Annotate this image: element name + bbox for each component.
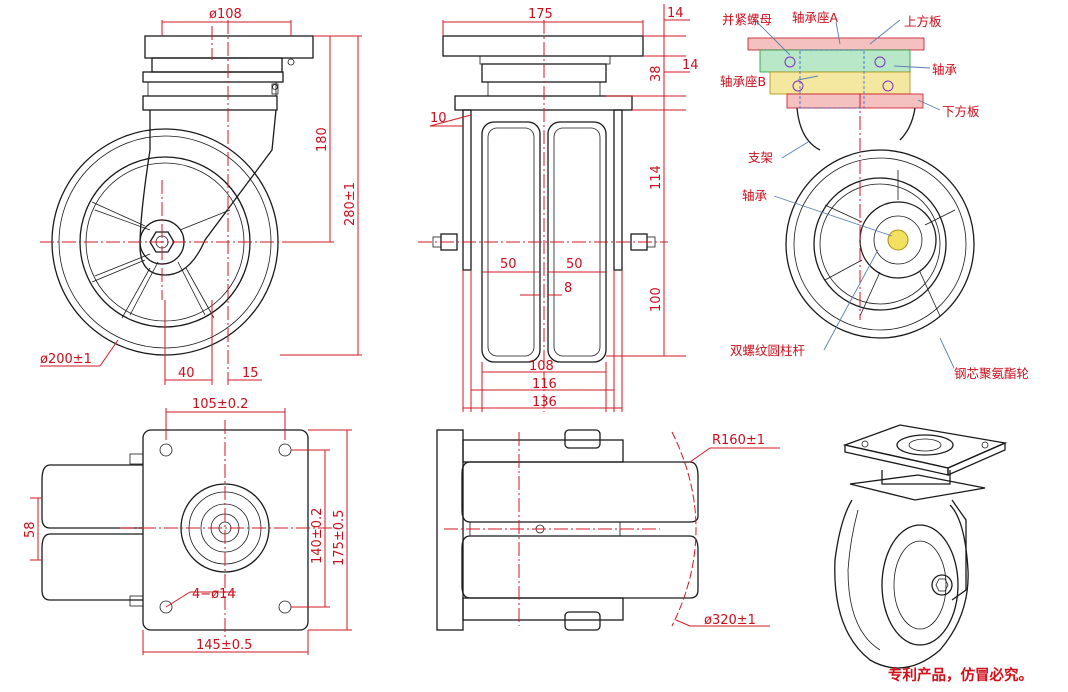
dim-span-mid: 116 [532,377,557,392]
dim-span-inner: 108 [529,359,554,374]
label-lock-nut: 并紧螺母 [722,12,772,27]
dim-plate-length: 175±0.5 [332,510,347,566]
dim-lower-plate: 14 [682,58,699,73]
dim-wheel-width-left: 50 [500,257,517,272]
label-wheel: 钢芯聚氨酯轮 [954,366,1029,381]
side-view: ø108 180 280±1 ø200±1 40 15 [40,7,362,385]
dim-offset: 40 [178,366,195,381]
front-view: 175 14 38 14 114 100 10 50 50 8 108 116 [418,4,699,412]
dim-fork-thickness: 10 [430,111,447,126]
dim-axle-height: 100 [649,287,664,312]
dim-plate-width: 175 [528,7,553,22]
dim-span-outer: 136 [532,395,557,410]
dim-wheel-width-right: 50 [566,257,583,272]
dim-plate-thickness: 15 [242,366,259,381]
dim-fork-height: 114 [649,165,664,190]
dim-top-plate-diameter: ø108 [209,7,242,22]
label-bracket: 支架 [748,150,773,165]
dim-hole-pitch-x: 105±0.2 [192,397,248,412]
dim-swivel-gap: 38 [649,65,664,82]
dim-overall-height: 280±1 [343,182,358,226]
top-view: 105±0.2 140±0.2 175±0.5 145±0.5 4−ø14 58 [23,397,352,655]
dim-wheel-gap: 8 [564,281,572,296]
dim-wheel-diameter: ø200±1 [40,352,92,367]
label-bottom-plate: 下方板 [942,104,980,119]
dim-plate-width-top: 145±0.5 [196,638,252,653]
label-top-plate: 上方板 [904,14,942,29]
turn-view: R160±1 ø320±1 [436,429,780,631]
dim-bolt-holes: 4−ø14 [192,587,236,602]
dim-swivel-height: 180 [315,127,330,152]
label-bearing-seat-b: 轴承座B [720,74,766,89]
dim-plate-thickness-front: 14 [667,6,684,21]
dim-hole-pitch-y: 140±0.2 [310,508,325,564]
dim-wheel-width-top: 58 [23,521,38,538]
perspective-view [834,424,1008,669]
dim-swivel-diameter: ø320±1 [704,613,756,628]
label-bearing-top: 轴承 [932,62,958,77]
label-axle: 双螺纹圆柱杆 [730,343,806,358]
label-bearing-wheel: 轴承 [742,188,768,203]
section-view: 并紧螺母 轴承座A 上方板 轴承座B 轴承 下方板 支架 轴承 双螺纹圆柱杆 钢… [720,10,1029,381]
patent-notice: 专利产品，仿冒必究。 [888,666,1033,684]
label-bearing-seat-a: 轴承座A [792,10,839,25]
dim-swivel-radius: R160±1 [712,433,765,448]
